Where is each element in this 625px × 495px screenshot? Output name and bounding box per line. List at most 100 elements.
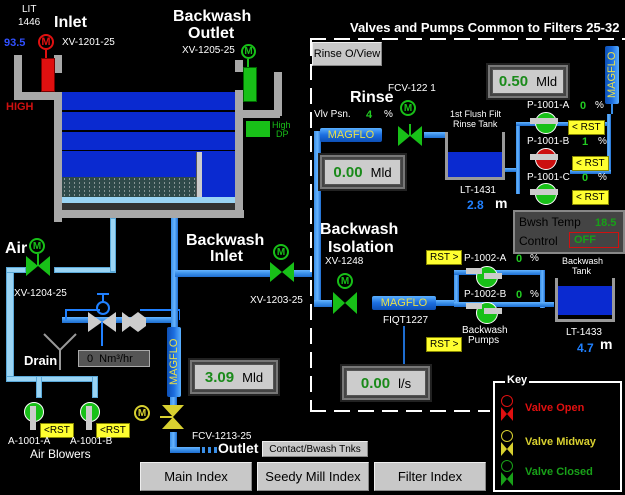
control-toggle[interactable]: OFF	[569, 232, 619, 248]
outlet-valve-icon[interactable]	[160, 403, 186, 431]
air-blowers-label: Air Blowers	[30, 447, 91, 461]
key-closed-label: Valve Closed	[525, 466, 593, 478]
blower-b-tag: A-1001-B	[70, 436, 113, 447]
outlet-valve-motor-icon[interactable]: M	[134, 405, 150, 421]
drain-label: Drain	[24, 353, 58, 368]
bw-tank-label-2: Tank	[572, 266, 592, 276]
key-midway-icon	[501, 430, 513, 442]
rinse-flow-unit: Mld	[370, 164, 392, 180]
rinse-tank-level: 2.8	[467, 198, 484, 212]
bw-inlet-valve-motor-icon[interactable]: M	[273, 244, 289, 260]
air-valve-tag: XV-1204-25	[14, 288, 67, 299]
filter-index-button[interactable]: Filter Index	[374, 462, 486, 491]
key-open-label: Valve Open	[525, 402, 585, 414]
pump-p1001a-pct: 0	[580, 100, 587, 112]
rinse-valve-tag: FCV-122 1	[388, 83, 436, 94]
bw-iso-title-1: Backwash	[320, 221, 399, 238]
rinse-overview-button[interactable]: Rinse O/View	[312, 42, 382, 66]
bw-tank	[555, 278, 615, 322]
air-valve-motor-icon[interactable]: M	[29, 238, 45, 254]
high-dp-label-2: DP	[276, 129, 289, 139]
rinse-valve-motor-icon[interactable]: M	[400, 100, 416, 116]
pump-p1001c-tag: P-1001-C	[527, 172, 570, 183]
pump-p1002a-pct: 0	[516, 253, 523, 265]
bwsh-temp-panel: Bwsh Temp 18.5 Control OFF	[513, 210, 625, 254]
blower-a-tag: A-1001-A	[8, 436, 51, 447]
outlet-label: Outlet	[218, 440, 259, 456]
seedy-mill-index-button[interactable]: Seedy Mill Index	[257, 462, 369, 491]
inlet-valve-motor-icon[interactable]: M	[38, 34, 54, 50]
rinse-tank-label-1: 1st Flush Filt	[450, 109, 502, 119]
main-index-button[interactable]: Main Index	[140, 462, 252, 491]
bw-outlet-title-2: Outlet	[188, 25, 235, 42]
key-title: Key	[505, 374, 530, 386]
bw-inlet-valve-icon[interactable]	[268, 260, 296, 284]
lit-tag: 1446	[18, 17, 41, 28]
level-value: 93.5	[4, 37, 26, 49]
bw-outlet-valve-motor-icon[interactable]: M	[241, 44, 256, 59]
air-valve-icon[interactable]	[24, 254, 52, 278]
high-dp-label-1: High	[272, 120, 291, 130]
bw-magflo: MAGFLO	[372, 296, 436, 310]
bw-tank-tag: LT-1433	[566, 327, 602, 338]
rinse-tank	[445, 132, 505, 180]
pump-p1001a-unit: %	[595, 100, 604, 111]
pump-p1002a-rst-button[interactable]: RST >	[426, 250, 463, 265]
bw-iso-title-2: Isolation	[328, 239, 394, 256]
bwsh-temp-label: Bwsh Temp	[519, 215, 581, 229]
blower-b-rst-button[interactable]: <RST	[96, 423, 130, 438]
pump-p1001b-tag: P-1001-B	[527, 136, 570, 147]
bw-flow-unit: l/s	[398, 375, 412, 391]
pump-p1002b-pct: 0	[516, 289, 523, 301]
bw-flow-value: 0.00	[360, 374, 391, 392]
pump-p1001b-unit: %	[598, 136, 607, 147]
pump-p1001a-rst-button[interactable]: < RST	[568, 120, 605, 135]
key-legend: Key Valve Open Valve Midway Valve Closed	[493, 375, 622, 492]
common-title: Valves and Pumps Common to Filters 25-32	[350, 20, 620, 35]
top-flow-unit: Mld	[536, 74, 558, 89]
pump-p1001b-pct: 1	[582, 136, 589, 148]
top-magflo: MAGFLO	[605, 46, 619, 104]
pump-p1001b-rst-button[interactable]: < RST	[572, 156, 609, 171]
pump-p1001c-pct: 0	[582, 172, 589, 184]
pump-p1002b-tag: P-1002-B	[464, 289, 507, 300]
bw-inlet-title-2: Inlet	[210, 248, 243, 265]
rinse-magflo: MAGFLO	[320, 128, 382, 142]
lit-label: LIT	[22, 4, 37, 15]
high-dp-switch-icon	[246, 121, 270, 137]
contact-bwash-tanks-button[interactable]: Contact/Bwash Tnks	[262, 441, 368, 457]
blower-a-rst-button[interactable]: <RST	[40, 423, 74, 438]
bw-outlet-valve-tag: XV-1205-25	[182, 45, 235, 56]
rinse-tank-tag: LT-1431	[460, 185, 496, 196]
bw-iso-valve-motor-icon[interactable]: M	[337, 273, 353, 289]
pump-p1001c-rst-button[interactable]: < RST	[572, 190, 609, 205]
rinse-title: Rinse	[350, 89, 394, 106]
control-value: OFF	[574, 234, 596, 246]
bw-inlet-magflo: MAGFLO	[167, 327, 181, 397]
air-title: Air	[5, 240, 28, 257]
vlv-psn-value: 4	[366, 109, 373, 121]
air-flow-unit: Nm³/hr	[99, 352, 133, 365]
bwsh-temp-value: 18.5	[595, 217, 617, 229]
bw-magflo-tag: FIQT1227	[383, 315, 429, 326]
vlv-psn-unit: %	[384, 109, 393, 120]
rinse-tank-level-fill	[448, 152, 502, 177]
inlet-valve-body[interactable]	[41, 58, 55, 92]
air-flow-display: 0 Nm³/hr	[78, 350, 150, 367]
bw-flow-display: 0.00 l/s	[340, 364, 432, 402]
bw-tank-level: 4.7	[577, 341, 594, 355]
bw-tank-label-1: Backwash	[562, 256, 604, 266]
bw-outlet-title-1: Backwash	[173, 8, 252, 25]
bw-iso-valve-icon[interactable]	[331, 290, 359, 316]
pump-p1002b-rst-button[interactable]: RST >	[426, 337, 463, 352]
rinse-valve-icon[interactable]	[396, 124, 424, 148]
rinse-tank-label-2: Rinse Tank	[453, 119, 498, 129]
pump-p1002a-unit: %	[530, 253, 539, 264]
rinse-tank-unit: m	[495, 195, 508, 211]
bw-outlet-valve-body[interactable]	[243, 67, 257, 102]
air-flow-value: 0	[87, 352, 94, 365]
backwash-drain-valve-icon	[65, 293, 180, 346]
filter-media	[62, 177, 196, 197]
